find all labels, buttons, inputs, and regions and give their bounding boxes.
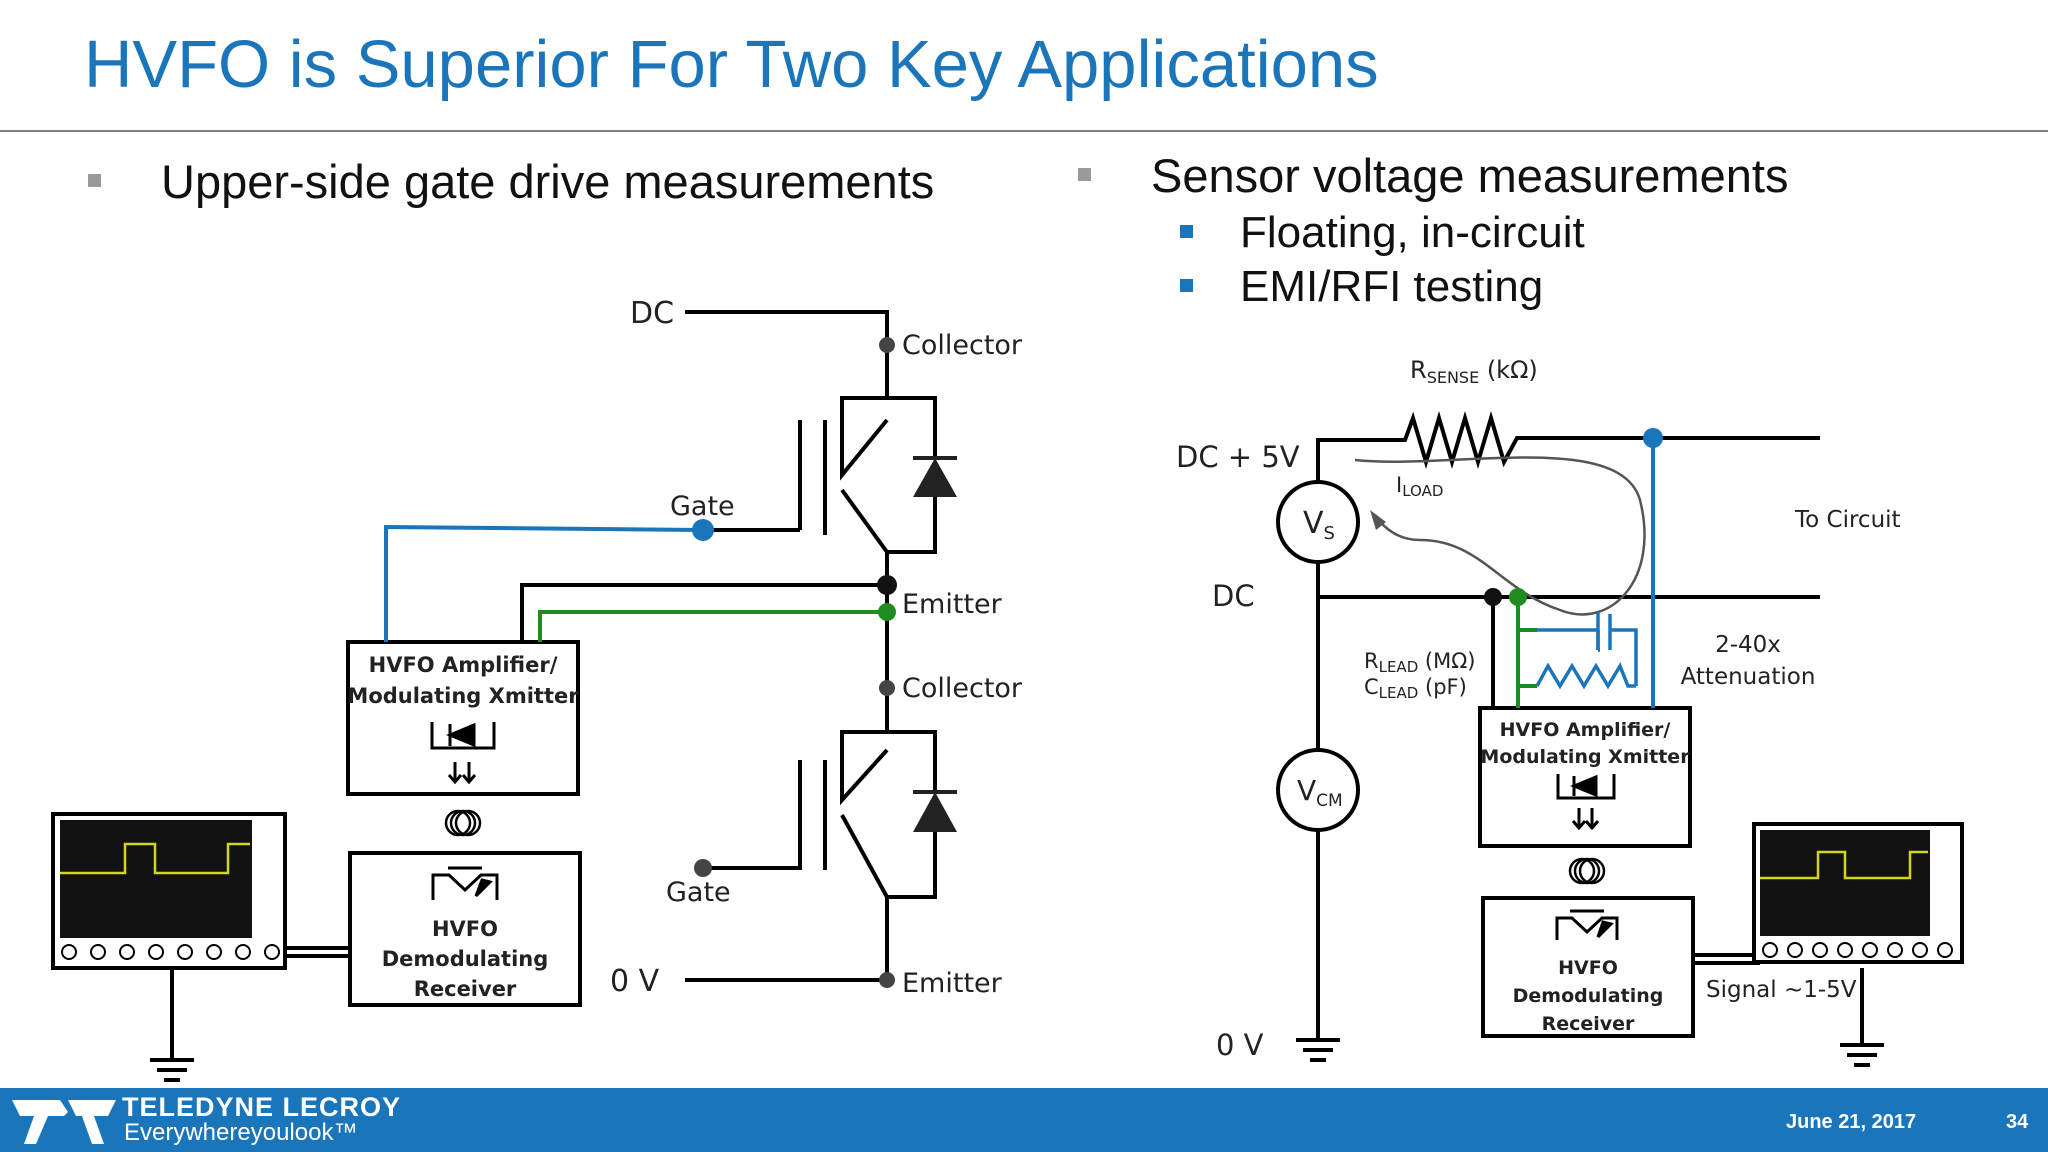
emitter-bottom-label: Emitter xyxy=(902,968,1003,999)
slide-title: HVFO is Superior For Two Key Application… xyxy=(84,27,1379,102)
emitter-node-bottom xyxy=(879,972,895,988)
sub-bullet-square-icon xyxy=(1180,279,1193,292)
phototransistor-receiver-icon xyxy=(431,866,499,900)
left-circuit-diagram xyxy=(150,310,937,1082)
right-ground-left xyxy=(1296,828,1340,1062)
gate-probe-wire-blue xyxy=(384,524,704,642)
right-rx-title-line1: HVFO xyxy=(1558,957,1618,979)
dc-label: DC xyxy=(630,296,674,331)
dc-node-green xyxy=(1509,588,1527,606)
title-divider xyxy=(0,130,2048,132)
footer-bar xyxy=(0,1088,2048,1152)
sub-bullet-emi-text: EMI/RFI testing xyxy=(1240,262,1544,311)
sub-bullet-square-icon xyxy=(1180,225,1193,238)
left-amp-title-line2: Modulating Xmitter xyxy=(347,684,579,708)
lower-diode-wire xyxy=(885,730,937,980)
footer-date: June 21, 2017 xyxy=(1786,1111,1917,1133)
left-receiver-box xyxy=(348,851,582,1007)
upper-emitter-leg xyxy=(840,488,889,554)
left-oscilloscope-icon xyxy=(51,812,287,970)
vcm-source-icon xyxy=(1276,748,1360,832)
zero-v-label: 0 V xyxy=(610,964,660,999)
right-ground-wire xyxy=(1840,968,1884,1067)
left-rx-title-line1: HVFO xyxy=(432,917,498,941)
scope-cable xyxy=(283,946,350,958)
right-rx-title-line3: Receiver xyxy=(1542,1013,1635,1035)
gate-top-label: Gate xyxy=(670,491,735,522)
right-amp-title-line2: Modulating Xmitter xyxy=(1480,746,1690,768)
dc-rail-wire xyxy=(685,310,889,345)
rsense-label: RSENSE (kΩ) xyxy=(1410,356,1538,387)
rlead-label: RLEAD (MΩ) xyxy=(1364,649,1475,676)
right-amp-box xyxy=(1478,706,1692,848)
lead-probe-wire-green xyxy=(1516,597,1537,708)
rsense-resistor-rail xyxy=(1316,410,1820,483)
emitter-node-green xyxy=(878,603,896,621)
bullet-sensor-voltage-text: Sensor voltage measurements xyxy=(1151,149,1789,202)
brand-name: TELEDYNE LECROY xyxy=(122,1092,402,1122)
gate-node-top xyxy=(692,519,714,541)
signal-label: Signal ~1-5V xyxy=(1706,977,1857,1003)
to-circuit-label: To Circuit xyxy=(1794,507,1901,533)
right-fiber-optic-icon xyxy=(1568,857,1606,885)
collector-top-label: Collector xyxy=(902,330,1023,361)
upper-diode-icon xyxy=(913,458,957,497)
upper-diode-wire xyxy=(885,396,937,585)
ground-wire xyxy=(150,968,194,1082)
bullet-square-icon xyxy=(88,174,101,187)
upper-collector-wire xyxy=(840,345,889,481)
right-receiver-box xyxy=(1481,896,1695,1038)
iload-arrowhead-icon xyxy=(1370,510,1386,530)
emitter-probe-wire-green xyxy=(538,610,887,642)
right-oscilloscope-icon xyxy=(1752,822,1964,964)
lower-gate-wire xyxy=(703,760,802,870)
collector-node-top xyxy=(879,337,895,353)
right-rx-title-line2: Demodulating xyxy=(1513,985,1664,1007)
vs-source-icon xyxy=(1276,480,1360,564)
dc-node-right xyxy=(1484,588,1502,606)
right-scope-cable xyxy=(1693,953,1760,965)
emitter-return-wire xyxy=(520,583,887,642)
sub-bullet-floating-text: Floating, in-circuit xyxy=(1240,208,1585,257)
lower-diode-icon xyxy=(913,792,957,832)
sense-node-blue xyxy=(1643,428,1663,448)
right-led-transmitter-icon xyxy=(1556,774,1616,831)
left-amp-title-line1: HVFO Amplifier/ xyxy=(369,653,558,677)
attenuation-label-line1: 2-40x xyxy=(1715,632,1781,658)
collector-node-bottom xyxy=(879,680,895,696)
attenuation-label-line2: Attenuation xyxy=(1681,664,1816,690)
brand-tagline: Everywhereyoulook™ xyxy=(124,1119,358,1146)
clead-label: CLEAD (pF) xyxy=(1364,675,1467,702)
dc-rail-right xyxy=(1316,560,1820,599)
gate-bottom-label: Gate xyxy=(666,877,731,908)
zero-v-label-right: 0 V xyxy=(1216,1028,1264,1062)
emitter-node-mid xyxy=(877,575,897,595)
emitter-mid-label: Emitter xyxy=(902,589,1003,620)
left-rx-title-line3: Receiver xyxy=(414,977,517,1001)
bullet-upper-side-text: Upper-side gate drive measurements xyxy=(161,155,935,208)
right-amp-title-line1: HVFO Amplifier/ xyxy=(1500,719,1671,741)
lower-collector-wire xyxy=(840,688,889,806)
vcm-label: VCM xyxy=(1297,774,1343,811)
iload-label: ILOAD xyxy=(1396,473,1443,500)
gate-node-bottom xyxy=(694,859,712,877)
right-phototransistor-icon xyxy=(1555,909,1619,940)
fiber-optic-icon xyxy=(444,809,482,837)
teledyne-logo-icon xyxy=(12,1100,116,1144)
page-number: 34 xyxy=(2006,1111,2029,1133)
led-transmitter-icon xyxy=(430,722,496,785)
left-amp-box xyxy=(346,640,580,796)
circuit-diagrams: DC Collector Gate Emitter Collector Gate… xyxy=(51,296,1964,1082)
left-rx-title-line2: Demodulating xyxy=(382,947,549,971)
lower-emitter-leg xyxy=(840,814,889,898)
right-circuit-diagram xyxy=(1296,410,1884,1067)
bullet-square-icon xyxy=(1078,168,1091,181)
collector-bottom-label: Collector xyxy=(902,673,1023,704)
dc-plus-5v-label: DC + 5V xyxy=(1176,440,1300,474)
iload-current-arrow xyxy=(1354,456,1646,616)
vs-label: VS xyxy=(1303,506,1335,544)
dc-label-right: DC xyxy=(1212,579,1255,613)
rlead-clead-network-blue xyxy=(1535,614,1638,690)
